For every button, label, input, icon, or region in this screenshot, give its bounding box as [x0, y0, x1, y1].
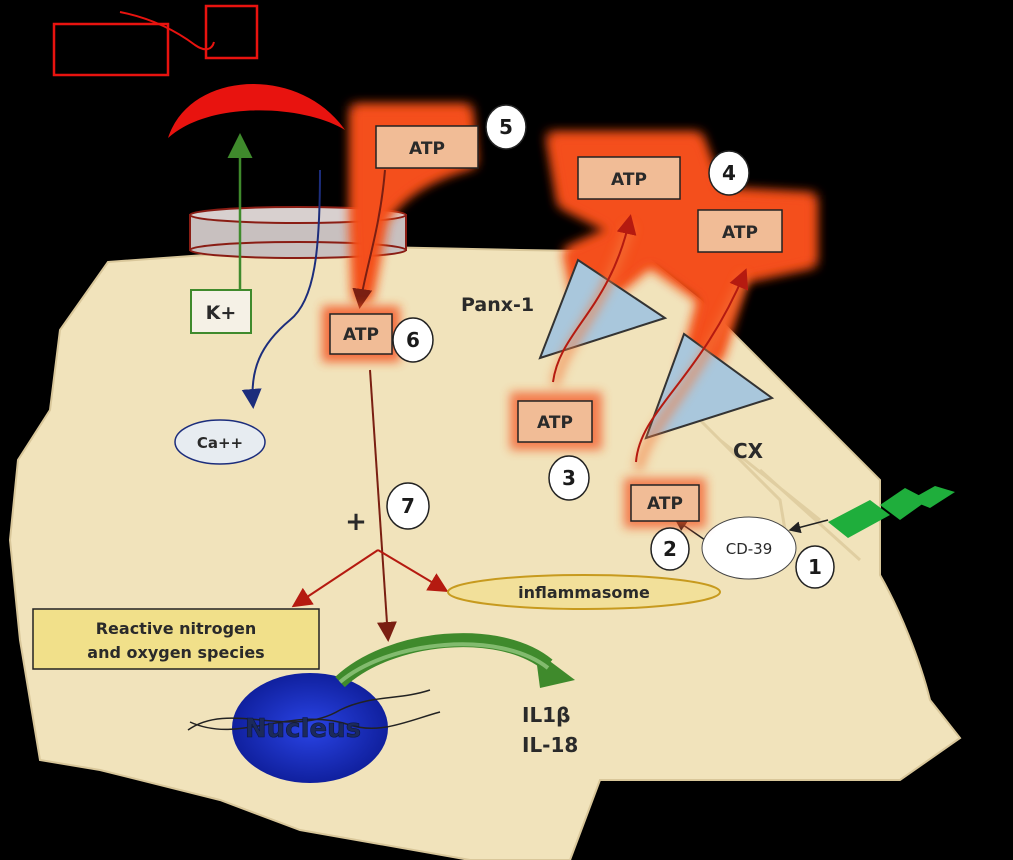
inflammasome-label: inflammasome	[518, 583, 650, 602]
atp-box-4b: ATP	[697, 209, 783, 253]
k-box	[190, 289, 252, 334]
ca-ellipse	[174, 419, 266, 465]
atp-box-3: ATP	[510, 392, 602, 450]
ligand-icon	[828, 486, 955, 538]
step-circle-2: 2	[650, 527, 690, 571]
cx-label: CX	[733, 439, 764, 463]
atp-box-2: ATP	[624, 478, 706, 528]
il18-label: IL-18	[522, 733, 578, 757]
ros-label-line2: and oxygen species	[87, 643, 264, 662]
svg-text:7: 7	[401, 494, 415, 518]
atp-entry-arrow	[352, 169, 386, 309]
atp-label-2: ATP	[647, 494, 683, 514]
receptor-box-left	[52, 22, 170, 77]
svg-text:2: 2	[663, 537, 677, 561]
cd39-enzyme	[701, 516, 797, 580]
to-ros-arrow	[291, 549, 379, 608]
step-circle-3: 3	[548, 455, 590, 501]
svg-text:1: 1	[808, 555, 822, 579]
atp-label-3: ATP	[537, 413, 573, 433]
receptor-crescent	[168, 84, 345, 138]
step-circle-7: 7	[386, 482, 430, 530]
svg-text:3: 3	[562, 466, 576, 490]
step-circle-1: 1	[795, 545, 835, 589]
svg-text:4: 4	[722, 161, 736, 185]
svg-text:5: 5	[499, 115, 513, 139]
panx-release-arrow	[552, 214, 637, 383]
step-circle-4: 4	[708, 150, 750, 196]
nucleus-label: Nucleus	[245, 714, 361, 744]
atp-box-6: ATP	[322, 306, 400, 362]
atp-label-6: ATP	[343, 325, 379, 345]
to-inflammasome-arrow	[377, 549, 449, 593]
k-label: K+	[206, 302, 237, 324]
ca-influx-arrow	[241, 169, 321, 409]
ligand-to-cd39-arrow	[788, 519, 829, 534]
panx-1-channel	[538, 258, 668, 360]
nucleus	[232, 673, 388, 783]
atp-label-4b: ATP	[722, 223, 758, 243]
ros-box	[32, 608, 320, 670]
panx-1-label: Panx-1	[461, 294, 534, 316]
atp-to-nucleus-arrow	[369, 369, 397, 642]
atp-box-5: ATP	[375, 125, 479, 169]
cd39-label: CD-39	[726, 540, 773, 558]
ca-label: Ca++	[197, 434, 243, 452]
step-circle-5: 5	[485, 104, 527, 150]
inflammasome	[447, 574, 721, 610]
atp-box-4a: ATP	[577, 156, 681, 200]
svg-text:6: 6	[406, 328, 420, 352]
cx-release-arrow	[635, 268, 749, 463]
ros-label-line1: Reactive nitrogen	[96, 619, 257, 638]
plus-sign: +	[345, 507, 367, 537]
il1b-label: IL1β	[522, 703, 570, 727]
step-circle-6: 6	[392, 317, 434, 363]
receptor-box-right	[204, 4, 259, 60]
atp-label-5: ATP	[409, 139, 445, 159]
cx-channel	[644, 332, 775, 440]
atp-label-4a: ATP	[611, 170, 647, 190]
